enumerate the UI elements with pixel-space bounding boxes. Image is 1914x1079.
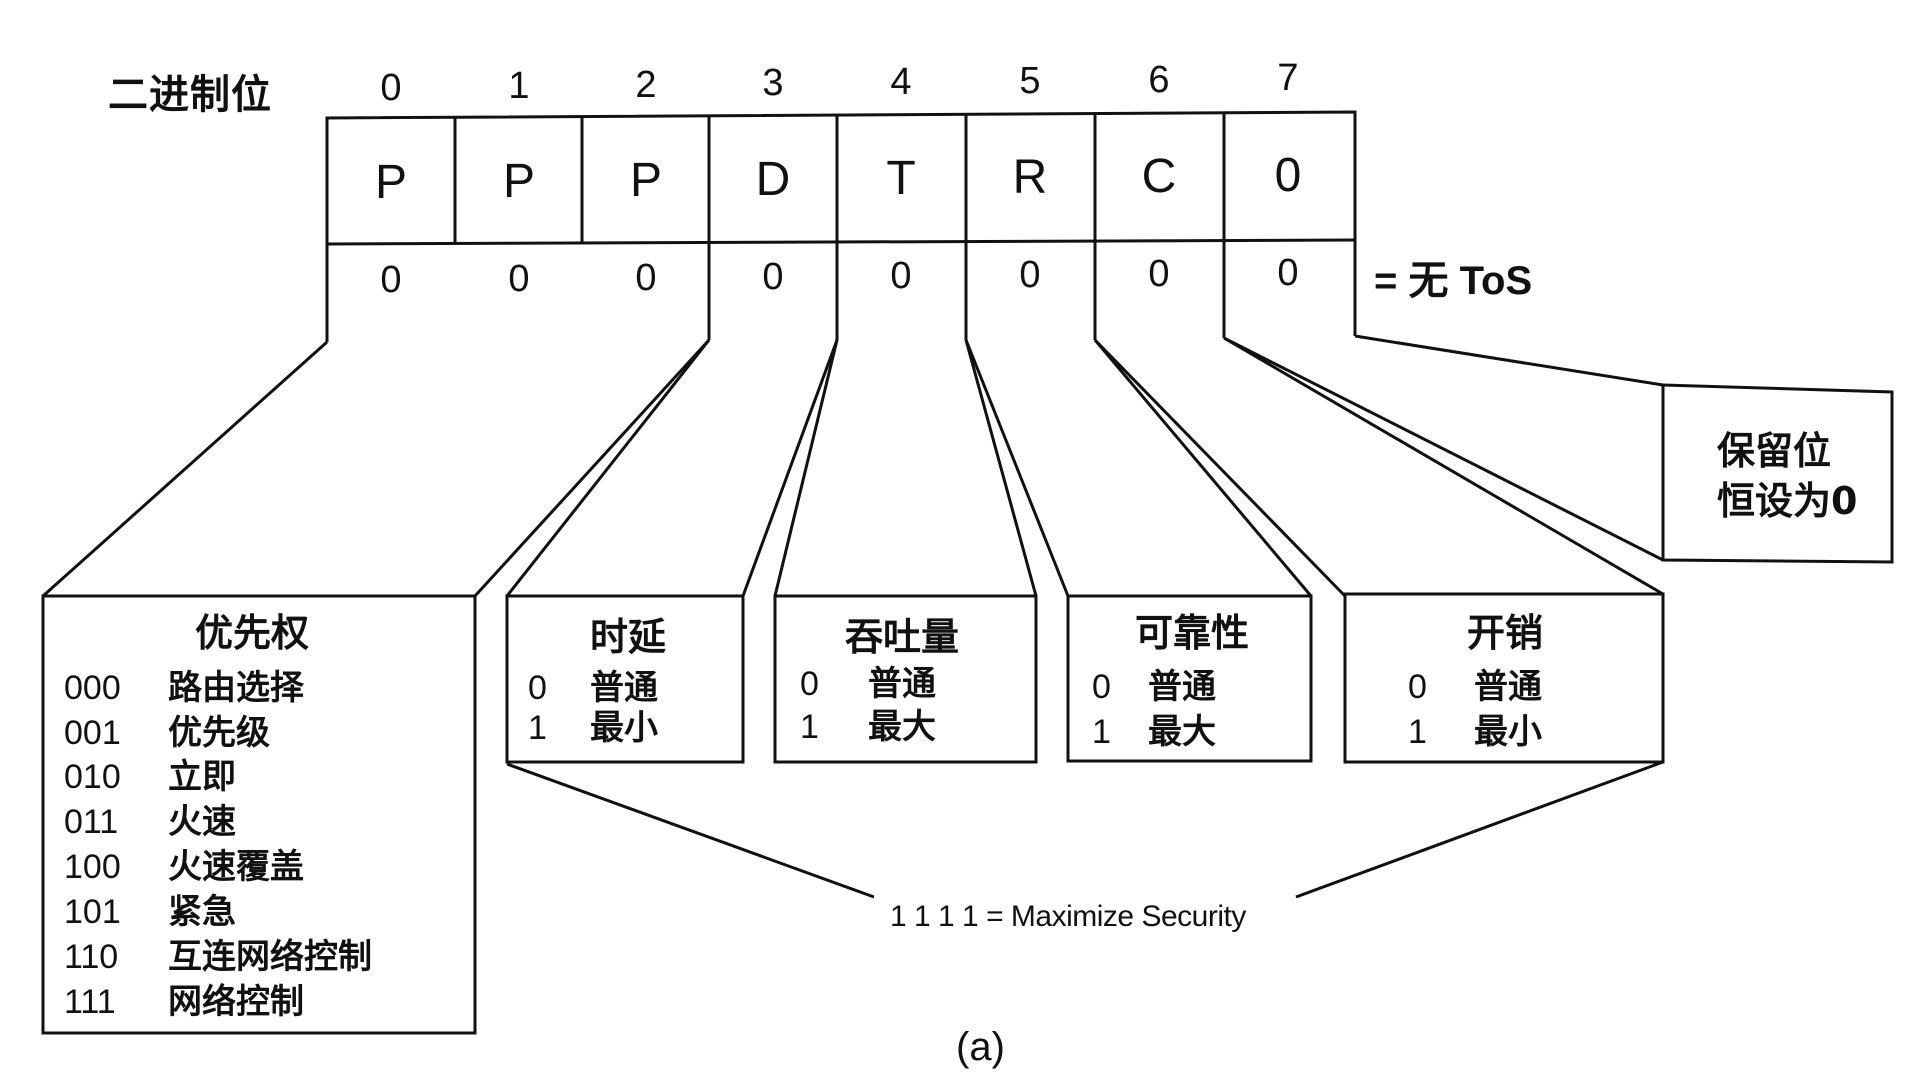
bit-number-1: 1 — [508, 65, 530, 107]
register-outline — [325, 110, 1357, 342]
precedence-meaning: 立即 — [168, 757, 236, 797]
throughput-title: 吞吐量 — [845, 615, 960, 659]
bit-value-7: 0 — [1277, 252, 1299, 294]
leader-throughput-left — [773, 339, 839, 597]
throughput-box — [773, 594, 1038, 764]
leader-precedence-right — [473, 338, 711, 598]
cost-code-0: 0 — [1408, 668, 1427, 706]
leader-throughput-right — [964, 339, 1038, 597]
delay-box — [505, 594, 745, 764]
throughput-meaning-1: 最大 — [868, 707, 936, 747]
cost-meaning-0: 普通 — [1474, 667, 1542, 707]
field-precedence-bit0: P — [374, 156, 407, 209]
maximize-security-note: 1 1 1 1 = Maximize Security — [890, 900, 1246, 933]
reliability-title: 可靠性 — [1135, 611, 1250, 655]
figure-caption: (a) — [956, 1025, 1005, 1069]
leader-reliability-right — [1093, 339, 1313, 597]
bit-number-6: 6 — [1148, 59, 1170, 101]
bit-value-6: 0 — [1148, 253, 1170, 295]
field-precedence-bit2: P — [629, 154, 662, 207]
security-line-left — [506, 762, 875, 899]
bit-value-1: 0 — [508, 258, 530, 300]
leader-reserved-bottom — [1223, 336, 1664, 562]
precedence-code: 110 — [64, 938, 119, 976]
cost-box — [1343, 592, 1665, 764]
delay-code-1: 1 — [528, 709, 547, 747]
field-throughput: T — [886, 152, 916, 205]
precedence-meaning: 路由选择 — [168, 668, 304, 708]
precedence-code: 101 — [64, 893, 121, 931]
binary-bit-label: 二进制位 — [108, 72, 272, 118]
precedence-meaning: 紧急 — [168, 892, 236, 932]
register-mid-line — [326, 238, 1356, 246]
field-cost: C — [1141, 150, 1177, 203]
reserved-line-1: 保留位 — [1717, 429, 1832, 473]
cost-meaning-1: 最小 — [1474, 712, 1542, 752]
delay-code-0: 0 — [528, 669, 547, 707]
bit-value-5: 0 — [1019, 254, 1041, 296]
bit-number-5: 5 — [1019, 60, 1041, 102]
precedence-meaning: 火速 — [168, 802, 236, 842]
bit-value-2: 0 — [635, 257, 657, 299]
throughput-code-0: 0 — [800, 665, 819, 703]
reliability-box — [1066, 594, 1313, 763]
cost-title: 开销 — [1467, 611, 1544, 655]
field-precedence-bit1: P — [502, 155, 535, 208]
precedence-box — [41, 594, 477, 1035]
precedence-meaning: 优先级 — [168, 713, 270, 753]
precedence-code: 011 — [64, 803, 119, 841]
leader-delay-left — [505, 339, 711, 597]
reliability-meaning-0: 普通 — [1148, 667, 1216, 707]
leader-reserved-top — [1354, 334, 1664, 387]
bit-number-7: 7 — [1277, 57, 1299, 99]
precedence-meaning: 互连网络控制 — [168, 937, 372, 977]
bit-value-0: 0 — [380, 259, 402, 301]
field-delay: D — [755, 153, 791, 206]
bit-value-3: 0 — [762, 256, 784, 298]
reserved-box — [1661, 383, 1894, 564]
field-reserved: 0 — [1274, 149, 1302, 202]
precedence-code: 000 — [64, 669, 121, 707]
field-reliability: R — [1012, 151, 1048, 204]
no-tos-label: = 无 ToS — [1374, 259, 1533, 303]
precedence-title: 优先权 — [195, 611, 310, 655]
reliability-code-1: 1 — [1092, 713, 1111, 751]
precedence-meaning: 火速覆盖 — [168, 847, 304, 887]
delay-title: 时延 — [590, 615, 667, 659]
leader-cost-right — [1223, 336, 1664, 596]
precedence-meaning: 网络控制 — [168, 982, 304, 1022]
reserved-line-2: 恒设为0 — [1717, 479, 1858, 523]
precedence-code: 001 — [64, 714, 121, 752]
leader-delay-right — [741, 339, 839, 597]
reliability-meaning-1: 最大 — [1148, 712, 1216, 752]
delay-meaning-0: 普通 — [590, 668, 658, 708]
precedence-code: 010 — [64, 758, 121, 796]
leader-precedence-left — [42, 340, 328, 598]
throughput-meaning-0: 普通 — [868, 664, 936, 704]
precedence-code: 111 — [64, 983, 116, 1021]
bit-number-0: 0 — [380, 67, 402, 109]
delay-meaning-1: 最小 — [590, 708, 658, 748]
throughput-code-1: 1 — [800, 708, 819, 746]
leader-cost-left — [1093, 338, 1347, 598]
cost-code-1: 1 — [1408, 713, 1427, 751]
security-line-right — [1295, 760, 1664, 899]
leader-reliability-left — [964, 339, 1070, 597]
bit-value-4: 0 — [890, 255, 912, 297]
bit-number-3: 3 — [762, 62, 784, 104]
bit-number-4: 4 — [890, 61, 912, 103]
precedence-code: 100 — [64, 848, 121, 886]
reliability-code-0: 0 — [1092, 668, 1111, 706]
bit-number-2: 2 — [635, 64, 657, 106]
